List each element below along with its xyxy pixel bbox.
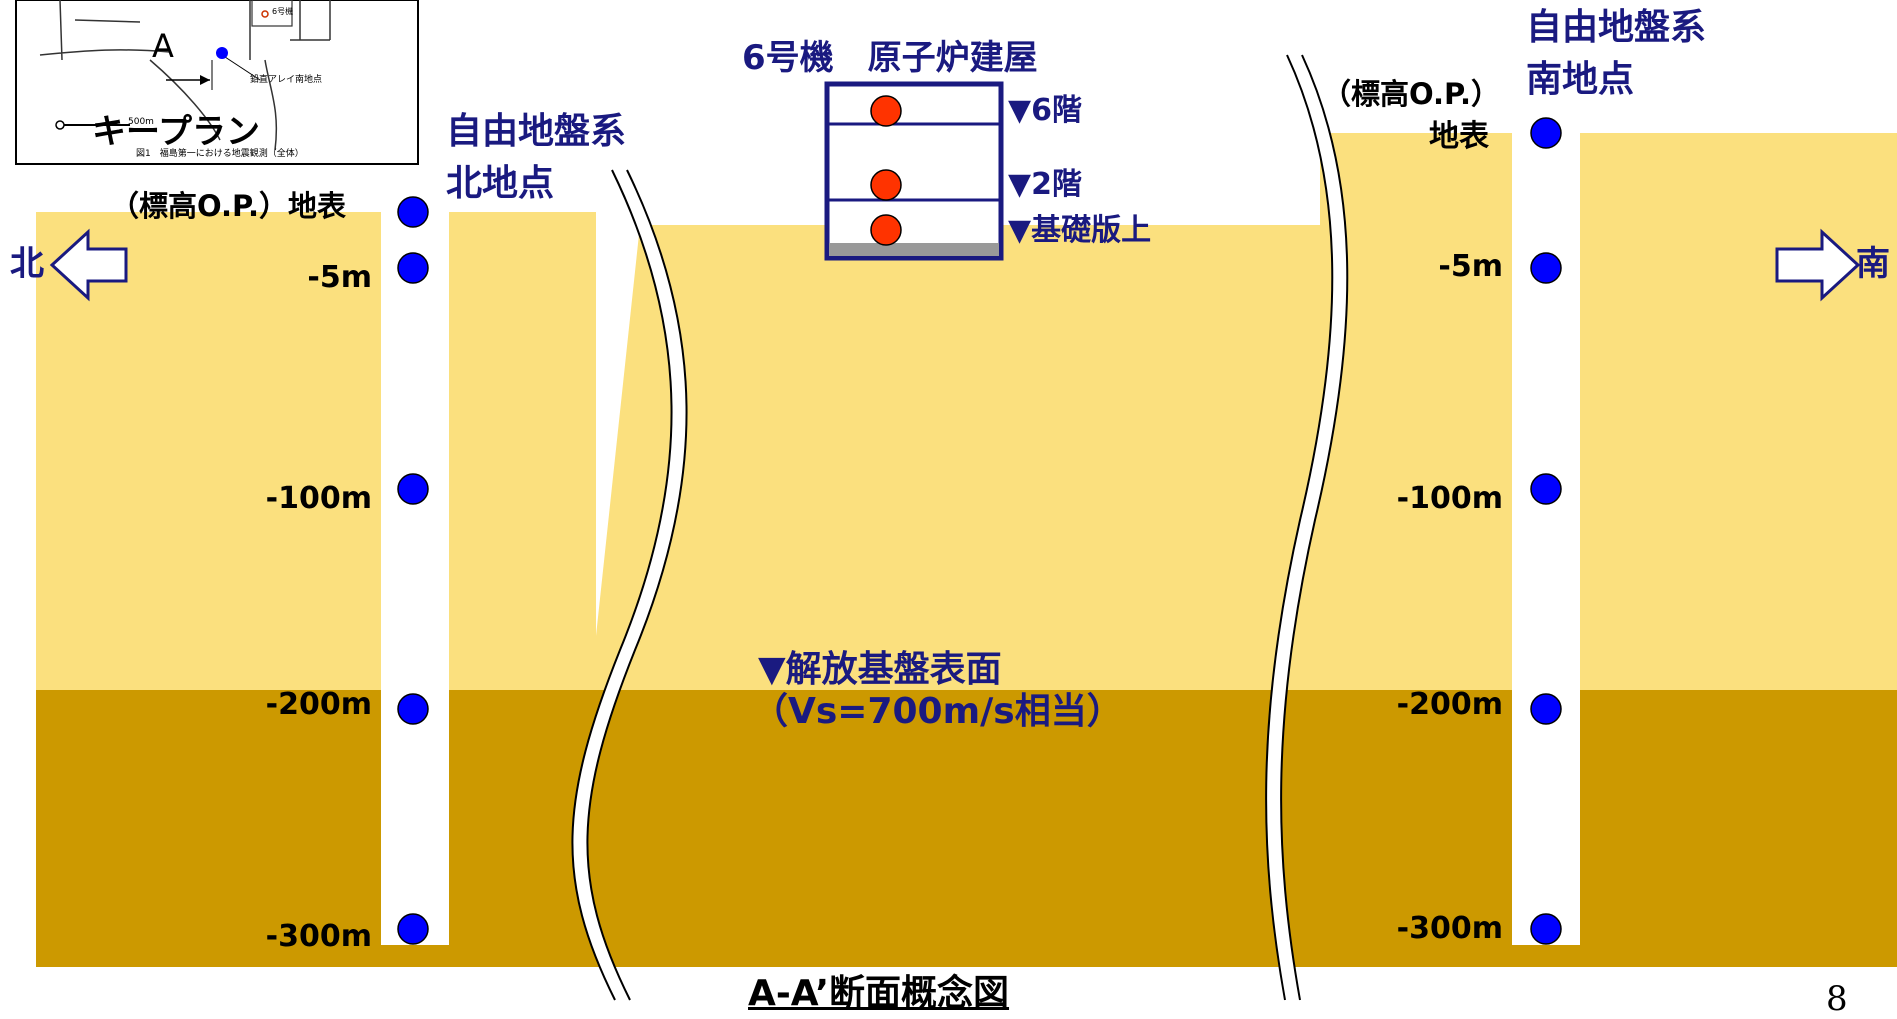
south-sensor-300m bbox=[1530, 913, 1562, 945]
north-sensor-100m bbox=[397, 473, 429, 505]
south-depth-200m: -200m bbox=[1396, 687, 1503, 722]
south-sensor-100m bbox=[1530, 473, 1562, 505]
south-direction-label: 南 bbox=[1856, 244, 1890, 284]
key-plan-scale: 500m bbox=[128, 117, 154, 127]
south-elevation-label: （標高O.P.） bbox=[1322, 77, 1500, 111]
level-label-6f: ▼6階 bbox=[1008, 93, 1082, 128]
key-plan-point-a bbox=[216, 47, 228, 59]
north-site-title-2: 北地点 bbox=[446, 163, 555, 204]
key-plan-unit-label: 6号機 bbox=[272, 7, 294, 16]
upper-soil-middle bbox=[590, 225, 1330, 692]
sensor-2f bbox=[870, 169, 902, 201]
upper-soil-right bbox=[1320, 133, 1897, 692]
key-plan-caption: 図1 福島第一における地震観測（全体） bbox=[136, 149, 304, 159]
level-label-basemat: ▼基礎版上 bbox=[1008, 213, 1152, 248]
figure-caption: A-A’断面概念図 bbox=[748, 973, 1010, 1014]
north-sensor-5m bbox=[397, 252, 429, 284]
upper-soil-left bbox=[36, 212, 596, 692]
south-sensor-5m bbox=[1530, 252, 1562, 284]
north-depth-5m: -5m bbox=[307, 260, 372, 295]
north-depth-100m: -100m bbox=[265, 481, 372, 516]
south-depth-300m: -300m bbox=[1396, 911, 1503, 946]
north-sensor-300m bbox=[397, 913, 429, 945]
lower-soil-layer bbox=[36, 690, 1897, 967]
bedrock-label-2: （Vs=700m/s相当） bbox=[752, 691, 1123, 732]
south-arrow-icon bbox=[1775, 228, 1861, 302]
north-sensor-surface bbox=[397, 196, 429, 228]
north-site-title-1: 自由地盤系 bbox=[446, 111, 627, 152]
north-arrow-icon bbox=[49, 228, 128, 302]
break-line-right bbox=[1265, 54, 1349, 1001]
north-direction-label: 北 bbox=[10, 244, 44, 284]
north-depth-300m: -300m bbox=[265, 919, 372, 954]
key-plan-south-note: 鉛直アレイ南地点 bbox=[250, 75, 323, 85]
level-label-2f: ▼2階 bbox=[1008, 167, 1082, 202]
break-line-left bbox=[571, 169, 688, 1001]
reactor-building bbox=[824, 81, 1004, 261]
building-title: 6号機 原子炉建屋 bbox=[742, 38, 1038, 78]
sensor-6f bbox=[870, 95, 902, 127]
key-plan-map bbox=[15, 0, 419, 165]
south-borehole bbox=[1512, 120, 1580, 945]
south-sensor-surface bbox=[1530, 117, 1562, 149]
key-plan-point-label: A bbox=[152, 27, 174, 65]
south-sensor-200m bbox=[1530, 693, 1562, 725]
north-sensor-200m bbox=[397, 693, 429, 725]
sensor-basemat bbox=[870, 214, 902, 246]
north-borehole bbox=[381, 212, 449, 945]
south-surface-label: 地表 bbox=[1429, 119, 1489, 154]
bedrock-label-1: ▼解放基盤表面 bbox=[758, 649, 1002, 690]
key-plan-title: キープラン bbox=[92, 112, 260, 152]
page-number: 8 bbox=[1826, 979, 1848, 1019]
north-surface-label: （標高O.P.）地表 bbox=[110, 189, 346, 223]
north-depth-200m: -200m bbox=[265, 687, 372, 722]
south-depth-100m: -100m bbox=[1396, 481, 1503, 516]
south-site-title-1: 自由地盤系 bbox=[1526, 7, 1707, 48]
south-depth-5m: -5m bbox=[1438, 249, 1503, 284]
south-site-title-2: 南地点 bbox=[1526, 59, 1635, 100]
